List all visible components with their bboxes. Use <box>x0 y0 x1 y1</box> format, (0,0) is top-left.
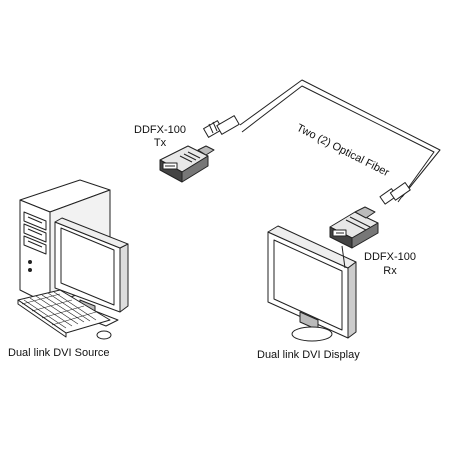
display-label: Dual link DVI Display <box>257 349 360 361</box>
keyboard <box>17 289 111 338</box>
tx-fiber-connector <box>203 115 240 138</box>
mouse <box>96 330 112 340</box>
display-cable <box>341 245 346 269</box>
source-label: Dual link DVI Source <box>8 347 110 359</box>
optical-fiber <box>239 79 441 203</box>
rx-module <box>329 206 379 249</box>
rx-fiber-connector <box>379 182 411 205</box>
rx-model-label: DDFX-100 <box>364 251 416 263</box>
tx-model-label: DDFX-100 <box>134 124 186 136</box>
rx-role-label: Rx <box>383 265 397 277</box>
tx-role-label: Tx <box>153 137 167 149</box>
tx-module <box>159 145 215 183</box>
dvi-display-monitor <box>267 225 357 342</box>
